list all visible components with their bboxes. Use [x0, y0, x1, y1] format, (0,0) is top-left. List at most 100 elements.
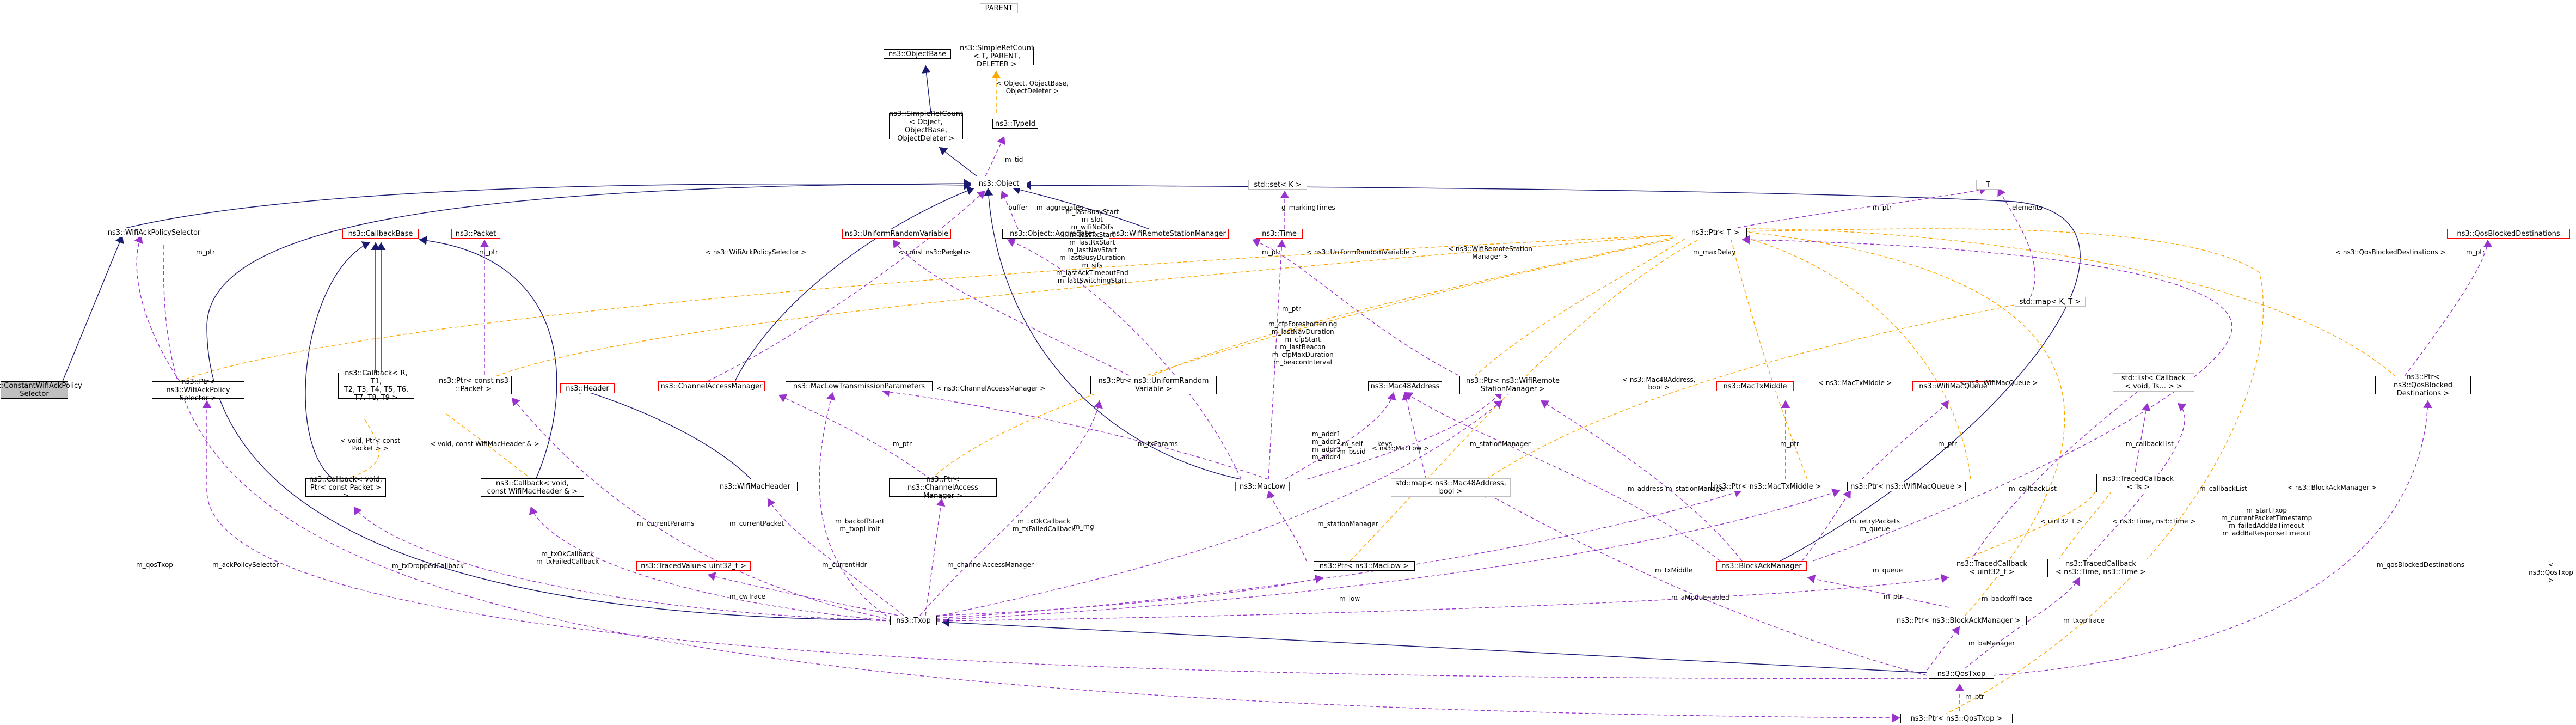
- edge-use-cam: [925, 498, 946, 616]
- edge-use-ptrT: [1731, 185, 1988, 229]
- edge-cam-inherits: [734, 186, 975, 382]
- edge-use-qostxop: [163, 245, 1900, 723]
- node-ptr-t[interactable]: ns3::Ptr< T >: [1684, 228, 1747, 237]
- label-template-time-time: < ns3::Time, ns3::Time >: [2112, 517, 2196, 525]
- node-parent[interactable]: PARENT: [980, 3, 1018, 13]
- edge-tpl-bam: [1741, 231, 2065, 616]
- label-m-current-params: m_currentParams: [637, 520, 695, 527]
- edge-tpl-tctime: [2057, 490, 2113, 562]
- edge-use-backoff: [936, 574, 1949, 622]
- edge-src-object: [939, 147, 978, 177]
- node-std-set[interactable]: std::set< K >: [1248, 180, 1307, 190]
- label-m-low: m_low: [1339, 595, 1360, 602]
- edge-use-keys: [1402, 392, 1427, 480]
- node-ptr-block-ack-manager[interactable]: ns3::Ptr< ns3::BlockAckManager >: [1891, 616, 2027, 625]
- node-ptr-uniform-random-variable[interactable]: ns3::Ptr< ns3::UniformRandom Variable >: [1090, 376, 1217, 394]
- edge-use-cbl3: [2084, 403, 2187, 562]
- node-qos-blocked-destinations[interactable]: ns3::QosBlockedDestinations: [2447, 229, 2570, 239]
- node-mac-tx-middle[interactable]: ns3::MacTxMiddle: [1716, 381, 1794, 391]
- node-header[interactable]: ns3::Header: [560, 383, 615, 393]
- node-ptr-mac-low[interactable]: ns3::Ptr< ns3::MacLow >: [1314, 561, 1415, 571]
- label-mac-low-times: m_lastBusyStart m_slot m_wifiNoDifs m_la…: [1056, 208, 1128, 284]
- edge-use-qbdptr: [2400, 239, 2493, 382]
- node-block-ack-manager[interactable]: ns3::BlockAckManager: [1716, 561, 1807, 571]
- node-time[interactable]: ns3::Time: [1256, 229, 1303, 239]
- node-std-map-mac48-bool[interactable]: std::map< ns3::Mac48Address, bool >: [1391, 478, 1511, 497]
- node-traced-callback-ts[interactable]: ns3::TracedCallback < Ts >: [2096, 474, 2180, 492]
- node-packet[interactable]: ns3::Packet: [451, 229, 500, 239]
- label-m-max-delay: m_maxDelay: [1693, 248, 1736, 256]
- node-callback-void-ptr-packet[interactable]: ns3::Callback< void, Ptr< const Packet >…: [305, 476, 386, 500]
- edge-bam-inherits: [1023, 180, 2081, 562]
- node-mac-low[interactable]: ns3::MacLow: [1235, 482, 1290, 491]
- label-elements: elements: [2012, 204, 2043, 211]
- node-wifi-remote-station-manager[interactable]: ns3::WifiRemoteStationManager: [1109, 229, 1229, 239]
- node-callback-base[interactable]: ns3::CallbackBase: [342, 229, 419, 239]
- edge-tpl-ptrmaclow: [1350, 239, 1699, 562]
- node-wifi-ack-policy-selector[interactable]: ns3::WifiAckPolicySelector: [100, 228, 208, 237]
- edge-use-addr: [1284, 392, 1396, 480]
- label-m-tx-dropped-callback: m_txDroppedCallback: [392, 562, 464, 570]
- node-ptr-qos-txop[interactable]: ns3::Ptr< ns3::QosTxop >: [1900, 714, 2013, 723]
- node-callback-r-t1[interactable]: ns3::Callback< R, T1, T2, T3, T4, T5, T6…: [338, 369, 414, 402]
- edge-tpl-ptrpacket: [484, 235, 1672, 382]
- node-traced-value-uint32[interactable]: ns3::TracedValue< uint32_t >: [636, 561, 751, 571]
- node-simple-ref-count-t-parent-deleter[interactable]: ns3::SimpleRefCount < T, PARENT, DELETER…: [959, 44, 1034, 69]
- node-channel-access-manager[interactable]: ns3::ChannelAccessManager: [658, 381, 765, 391]
- edge-tpl-mactx: [1731, 239, 1808, 480]
- node-txop[interactable]: ns3::Txop: [890, 616, 937, 625]
- node-t[interactable]: T: [1976, 180, 2000, 190]
- focus-class-node[interactable]: ns3::ConstantWifiAckPolicy Selector: [0, 381, 82, 399]
- node-std-list-callback[interactable]: std::list< Callback < void, Ts... > >: [2113, 373, 2194, 392]
- node-object[interactable]: ns3::Object: [971, 179, 1027, 188]
- edge-maclow-inherits: [984, 187, 1242, 480]
- node-wifi-mac-queue[interactable]: ns3::WifiMacQueue: [1912, 381, 1994, 391]
- node-callback-void-wifi-mac-header[interactable]: ns3::Callback< void, const WifiMacHeader…: [481, 478, 584, 497]
- label-template-wifi-rsm: < ns3::WifiRemoteStation Manager >: [1448, 245, 1532, 260]
- edge-use-bam: [1927, 626, 1960, 671]
- edge-wrsm-inherits: [1012, 185, 1149, 229]
- node-mac48-address[interactable]: ns3::Mac48Address: [1368, 381, 1442, 391]
- label-template-block-ack-manager: < ns3::BlockAckManager >: [2287, 484, 2377, 491]
- node-ptr-wifi-mac-queue[interactable]: ns3::Ptr< ns3::WifiMacQueue >: [1847, 482, 1966, 491]
- label-m-callback-list-3: m_callbackList: [2199, 485, 2247, 492]
- node-traced-callback-time[interactable]: ns3::TracedCallback < ns3::Time, ns3::Ti…: [2047, 559, 2154, 577]
- label-m-tx-middle: m_txMiddle: [1655, 566, 1693, 574]
- node-qos-txop[interactable]: ns3::QosTxop: [1929, 669, 1994, 679]
- edge-use-aggregates: [1000, 190, 1019, 229]
- label-m-ptr: m_ptr: [196, 248, 215, 256]
- node-object-base[interactable]: ns3::ObjectBase: [884, 49, 951, 59]
- node-ptr-wifi-remote-station-manager[interactable]: ns3::Ptr< ns3::WifiRemote StationManager…: [1459, 376, 1566, 394]
- node-ptr-qos-blocked-destinations[interactable]: ns3::Ptr< ns3::QosBlocked Destinations >: [2375, 373, 2471, 398]
- edge-tpl-uniform: [1140, 236, 1677, 382]
- node-mac-low-transmission-parameters[interactable]: ns3::MacLowTransmissionParameters: [786, 381, 933, 391]
- label-m-ptr-qbd: m_ptr: [2466, 248, 2485, 256]
- node-std-map-k-t[interactable]: std::map< K, T >: [2015, 297, 2086, 307]
- node-traced-callback-uint32[interactable]: ns3::TracedCallback < uint32_t >: [1951, 559, 2033, 577]
- node-simple-ref-count-object[interactable]: ns3::SimpleRefCount < Object, ObjectBase…: [888, 110, 964, 143]
- label-m-channel-access-manager: m_channelAccessManager: [947, 561, 1034, 569]
- edge-use-maclowptr: [1266, 490, 1307, 562]
- label-m-ptr-qostxop: m_ptr: [1965, 693, 1984, 700]
- edge-use-txparams: [881, 387, 1269, 480]
- edge-use-address: [1404, 392, 1721, 562]
- node-ptr-mac-tx-middle[interactable]: ns3::Ptr< ns3::MacTxMiddle >: [1711, 482, 1824, 491]
- edge-use-camptr: [778, 394, 931, 480]
- label-template-qos-blocked: < ns3::QosBlockedDestinations >: [2335, 248, 2446, 256]
- edge-use-rvptr: [892, 239, 1141, 382]
- node-wifi-mac-header[interactable]: ns3::WifiMacHeader: [713, 482, 798, 491]
- label-template-mac-low: < ns3::MacLow >: [1372, 444, 1430, 452]
- node-ptr-const-packet[interactable]: ns3::Ptr< const ns3 ::Packet >: [436, 376, 512, 394]
- label-g-marking-times: g_markingTimes: [1281, 204, 1335, 211]
- node-object-aggregates[interactable]: ns3::Object::Aggregates: [1002, 229, 1103, 239]
- label-m-start-txop: m_startTxop m_currentPacketTimestamp m_f…: [2221, 507, 2313, 537]
- edge-use-txok: [529, 506, 893, 622]
- node-uniform-random-variable[interactable]: ns3::UniformRandomVariable: [842, 229, 951, 239]
- edge-use-retry: [1801, 490, 1851, 562]
- edge-objectbase: [922, 65, 931, 114]
- node-type-id[interactable]: ns3::TypeId: [992, 119, 1038, 129]
- edge-use-txdropped: [353, 506, 893, 622]
- label-m-tid: m_tid: [1005, 156, 1023, 163]
- node-ptr-channel-access-manager[interactable]: ns3::Ptr< ns3::ChannelAccess Manager >: [889, 476, 997, 500]
- node-ptr-wifi-ack-policy-selector[interactable]: ns3::Ptr< ns3::WifiAckPolicy Selector >: [152, 378, 244, 403]
